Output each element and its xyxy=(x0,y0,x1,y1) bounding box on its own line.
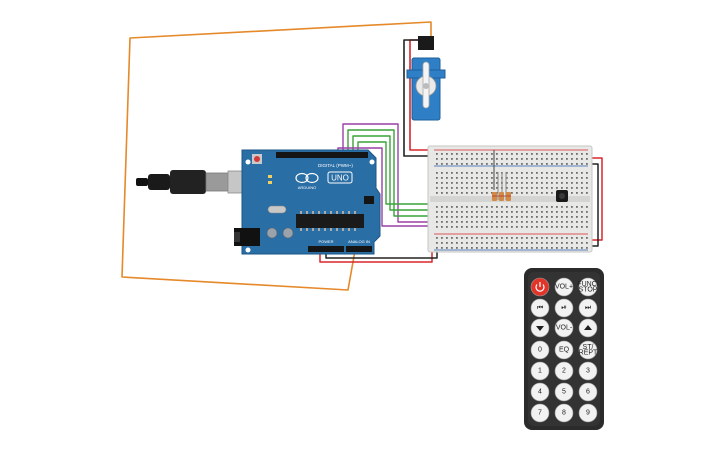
remote-button-9[interactable]: 9 xyxy=(578,403,598,423)
remote-button-4[interactable]: 4 xyxy=(530,382,550,402)
analog-label: ANALOG IN xyxy=(348,239,370,244)
remote-buttons[interactable]: VOL+ FUNC/STOP ⏮ ⏯ ⏭ VOL- 0 EQ ST/REPT 1 2 3 4 5 6 7 8 9 xyxy=(530,277,599,423)
servo-black-wire[interactable] xyxy=(403,39,438,157)
resistors[interactable] xyxy=(492,192,511,201)
remote-button-vol-down[interactable]: VOL- xyxy=(554,318,574,338)
up-arrow-icon xyxy=(584,325,592,330)
remote-button-label: 4 xyxy=(538,389,542,396)
remote-button-label: EQ xyxy=(559,347,570,354)
remote-button-1[interactable]: 1 xyxy=(530,361,550,381)
remote-button-2[interactable]: 2 xyxy=(554,361,574,381)
remote-button-power[interactable] xyxy=(530,277,550,297)
digital-header[interactable] xyxy=(276,152,368,158)
remote-button-label: 5 xyxy=(562,389,566,396)
model-label: UNO xyxy=(331,174,349,183)
play-pause-icon: ⏯ xyxy=(561,305,567,312)
green-wire-3[interactable] xyxy=(357,141,490,205)
remote-button-0[interactable]: 0 xyxy=(530,340,550,360)
remote-button-up[interactable] xyxy=(578,318,598,338)
remote-button-label: 2 xyxy=(562,368,566,375)
remote-button-label: 3 xyxy=(586,368,590,375)
remote-button-label: 9 xyxy=(586,410,590,417)
remote-button-5[interactable]: 5 xyxy=(554,382,574,402)
green-wire-2[interactable] xyxy=(352,135,494,211)
remote-button-vol-up[interactable]: VOL+ xyxy=(554,277,574,297)
power-label: POWER xyxy=(318,239,333,244)
remote-button-3[interactable]: 3 xyxy=(578,361,598,381)
orange-wire[interactable] xyxy=(121,21,432,291)
digital-label: DIGITAL (PWM~) xyxy=(318,163,353,168)
remote-button-eq[interactable]: EQ xyxy=(554,340,574,360)
analog-header[interactable] xyxy=(346,246,372,252)
remote-button-label: REPT xyxy=(579,350,598,357)
remote-button-play-pause[interactable]: ⏯ xyxy=(554,298,574,318)
arduino-logo xyxy=(295,172,319,184)
remote-button-label: ST/ xyxy=(583,344,594,351)
power-header[interactable] xyxy=(308,246,344,252)
remote-button-prev[interactable]: ⏮ xyxy=(530,298,550,318)
ir-receiver[interactable] xyxy=(556,190,568,202)
remote-button-func-stop[interactable]: FUNC/STOP xyxy=(577,277,599,297)
usb-cable[interactable] xyxy=(136,170,253,194)
servo-motor[interactable] xyxy=(406,36,446,121)
remote-button-down[interactable] xyxy=(530,318,550,338)
remote-button-label: VOL+ xyxy=(555,284,573,291)
ir-remote[interactable]: VOL+ FUNC/STOP ⏮ ⏯ ⏭ VOL- 0 EQ ST/REPT 1 2 3 4 5 6 7 8 9 xyxy=(524,268,604,430)
remote-button-6[interactable]: 6 xyxy=(578,382,598,402)
remote-button-label: 8 xyxy=(562,410,566,417)
down-arrow-icon xyxy=(536,326,544,331)
remote-button-st-rept[interactable]: ST/REPT xyxy=(579,340,598,360)
remote-button-label: 6 xyxy=(586,389,590,396)
rail-red-jumper[interactable] xyxy=(590,157,603,241)
power-jack[interactable] xyxy=(234,228,260,246)
arduino-uno-board[interactable]: DIGITAL (PWM~) UNO ARDUINO xyxy=(234,149,381,255)
remote-button-label: VOL- xyxy=(556,325,573,332)
next-icon: ⏭ xyxy=(585,305,592,312)
remote-button-label: 1 xyxy=(538,368,542,375)
remote-button-label: 0 xyxy=(538,347,542,354)
purple-wire-2[interactable] xyxy=(337,147,438,227)
remote-button-8[interactable]: 8 xyxy=(554,403,574,423)
atmega-chip xyxy=(296,214,364,228)
brand-label: ARDUINO xyxy=(298,185,316,190)
breadboard-holes[interactable] xyxy=(436,153,588,249)
previous-icon: ⏮ xyxy=(537,305,543,312)
power-icon xyxy=(535,284,545,292)
remote-button-7[interactable]: 7 xyxy=(530,403,550,423)
remote-button-next[interactable]: ⏭ xyxy=(578,298,598,318)
remote-button-label: FUNC/ xyxy=(577,281,598,288)
remote-button-label: 7 xyxy=(538,410,542,417)
remote-button-label: STOP xyxy=(579,287,598,294)
